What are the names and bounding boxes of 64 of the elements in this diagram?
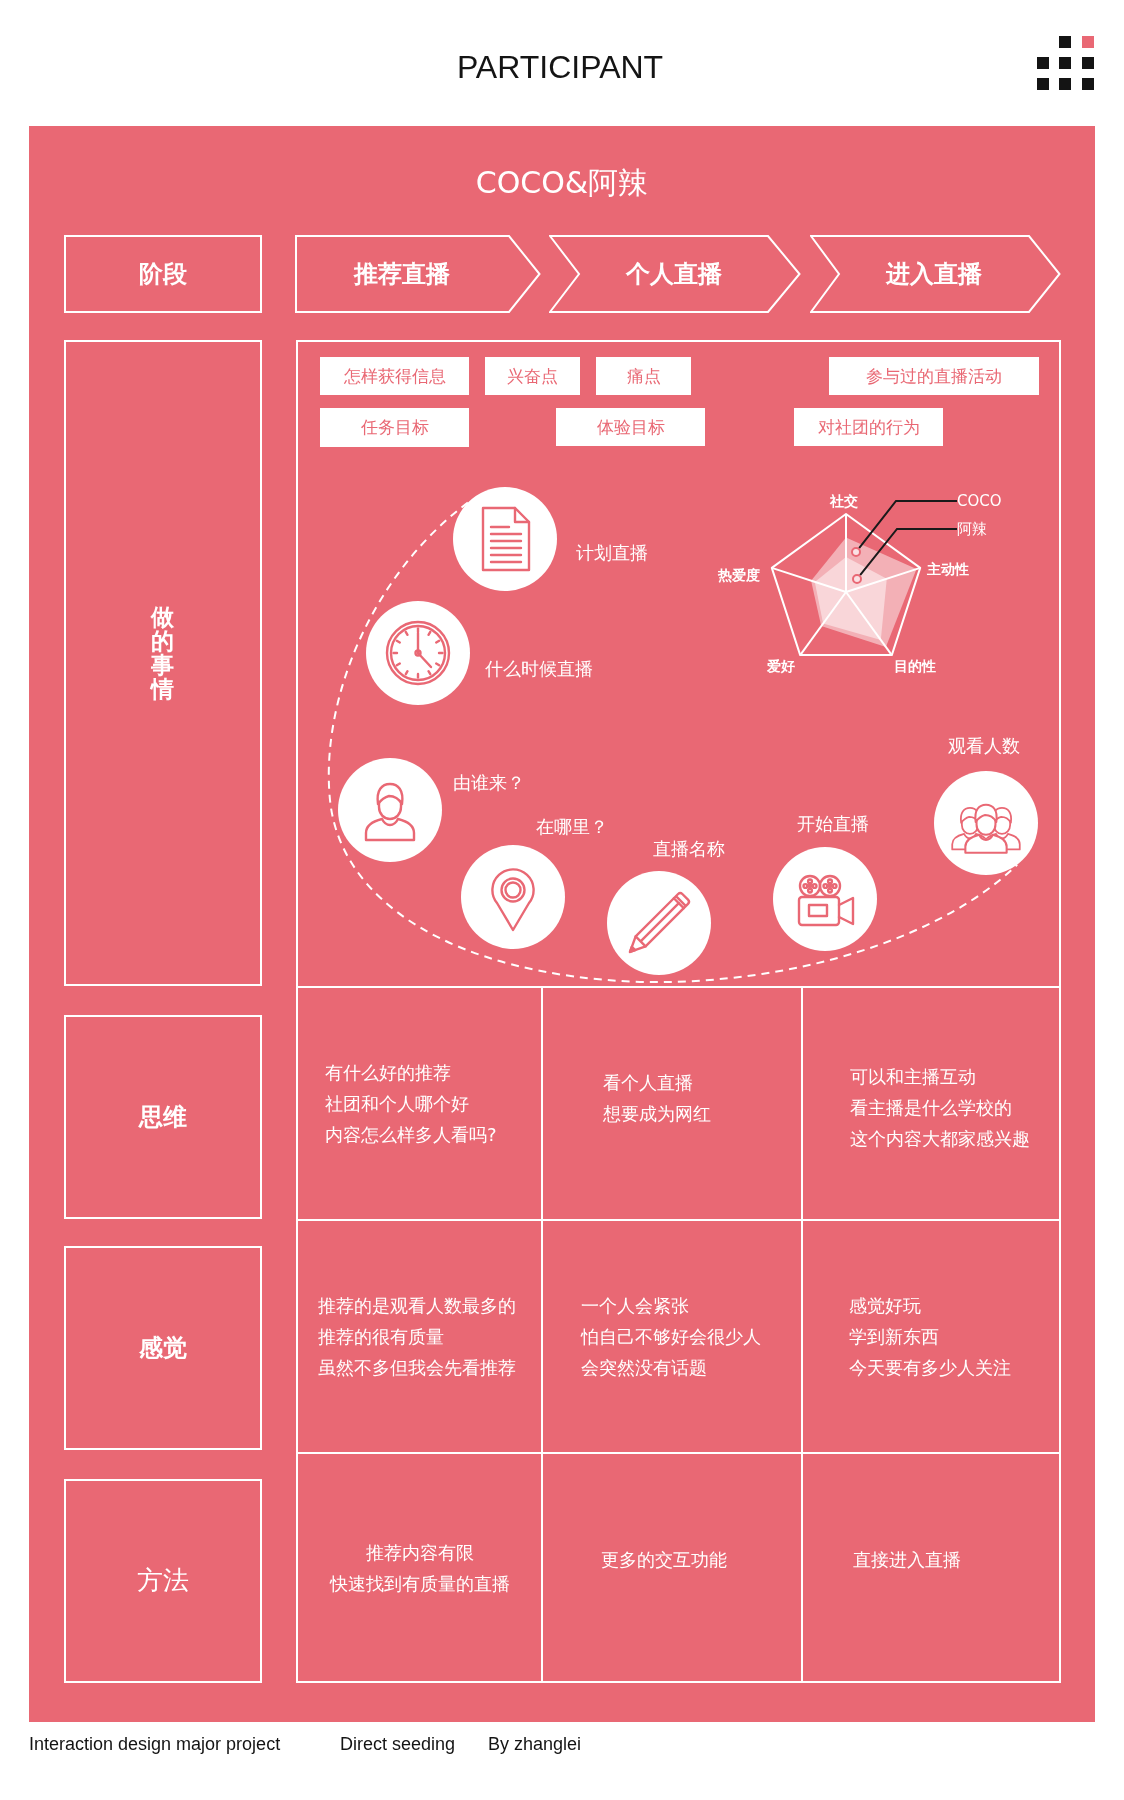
cell-text: 看主播是什么学校的 [850, 1096, 1012, 1120]
stage-step: 个人直播 [549, 235, 801, 313]
leader-line [858, 500, 958, 550]
axis-label: 主动性 [927, 560, 969, 578]
axis-label: 目的性 [894, 657, 936, 675]
icon-caption: 什么时候直播 [485, 657, 593, 681]
cell-text: 快速找到有质量的直播 [329, 1571, 510, 1596]
topic-tag: 兴奋点 [485, 357, 580, 395]
cell-text: 感觉好玩 [849, 1294, 921, 1318]
axis-label: 爱好 [767, 657, 795, 675]
cell-text: 这个内容大都家感兴趣 [850, 1127, 1030, 1151]
cell-text: 推荐的很有质量 [318, 1325, 444, 1349]
footer-text: Direct seeding [340, 1732, 456, 1756]
stage-step: 进入直播 [810, 235, 1061, 313]
footer-text: Interaction design major project [29, 1732, 281, 1756]
cell-text: 今天要有多少人关注 [849, 1356, 1011, 1380]
cell-text: 可以和主播互动 [850, 1065, 976, 1089]
icon-caption: 由谁来？ [453, 771, 525, 795]
activity-panel [296, 340, 1061, 988]
topic-tag: 参与过的直播活动 [829, 357, 1039, 395]
cell-text: 推荐内容有限 [365, 1540, 474, 1565]
dashed-curve [327, 501, 1019, 983]
cell-text: 会突然没有话题 [581, 1356, 707, 1380]
axis-label: 社交 [830, 492, 858, 510]
page-title: PARTICIPANT [456, 48, 664, 86]
row-header-box: 阶段 [64, 235, 262, 313]
radar-point [852, 574, 862, 584]
cell-text: 一个人会紧张 [581, 1294, 689, 1318]
axis-label: 热爱度 [718, 566, 760, 584]
cell-text: 更多的交互功能 [601, 1548, 727, 1572]
table-cell [801, 1452, 1061, 1683]
cell-text: 学到新东西 [849, 1325, 939, 1349]
cell-text: 推荐的是观看人数最多的 [318, 1294, 516, 1318]
stage-step: 推荐直播 [295, 235, 541, 313]
icon-caption: 在哪里？ [536, 815, 608, 839]
cell-text: 虽然不多但我会先看推荐 [318, 1356, 516, 1380]
row-header-box: 感觉 [64, 1246, 262, 1450]
icon-caption: 开始直播 [797, 812, 869, 836]
row-header-box: 方法 [64, 1479, 262, 1683]
row-header-box: 思维 [64, 1015, 262, 1219]
series-label: 阿辣 [957, 518, 987, 540]
row-header-box: 做的事情 [64, 340, 262, 986]
cell-text: 社团和个人哪个好 [325, 1092, 469, 1116]
series-label: COCO [957, 490, 1002, 512]
icon-caption: 计划直播 [576, 541, 648, 565]
cell-text: 怕自己不够好会很少人 [581, 1325, 761, 1349]
cell-text: 想要成为网红 [603, 1101, 711, 1126]
cell-text: 看个人直播 [603, 1070, 693, 1095]
topic-tag: 痛点 [596, 357, 691, 395]
icon-caption: 直播名称 [653, 837, 725, 861]
panel-heading: COCO&阿辣 [475, 165, 649, 201]
topic-tag: 任务目标 [320, 408, 469, 447]
cell-text: 直接进入直播 [853, 1548, 961, 1572]
cell-text: 有什么好的推荐 [325, 1061, 451, 1085]
leader-line [859, 528, 958, 577]
topic-tag: 对社团的行为 [794, 408, 943, 446]
cell-text: 内容怎么样多人看吗? [325, 1123, 497, 1147]
footer-text: By zhanglei [488, 1732, 582, 1756]
radar-point [851, 547, 861, 557]
icon-caption: 观看人数 [948, 734, 1020, 758]
topic-tag: 体验目标 [556, 408, 705, 446]
table-cell [296, 1452, 543, 1683]
persona-panel [29, 126, 1095, 1722]
topic-tag: 怎样获得信息 [320, 357, 469, 395]
